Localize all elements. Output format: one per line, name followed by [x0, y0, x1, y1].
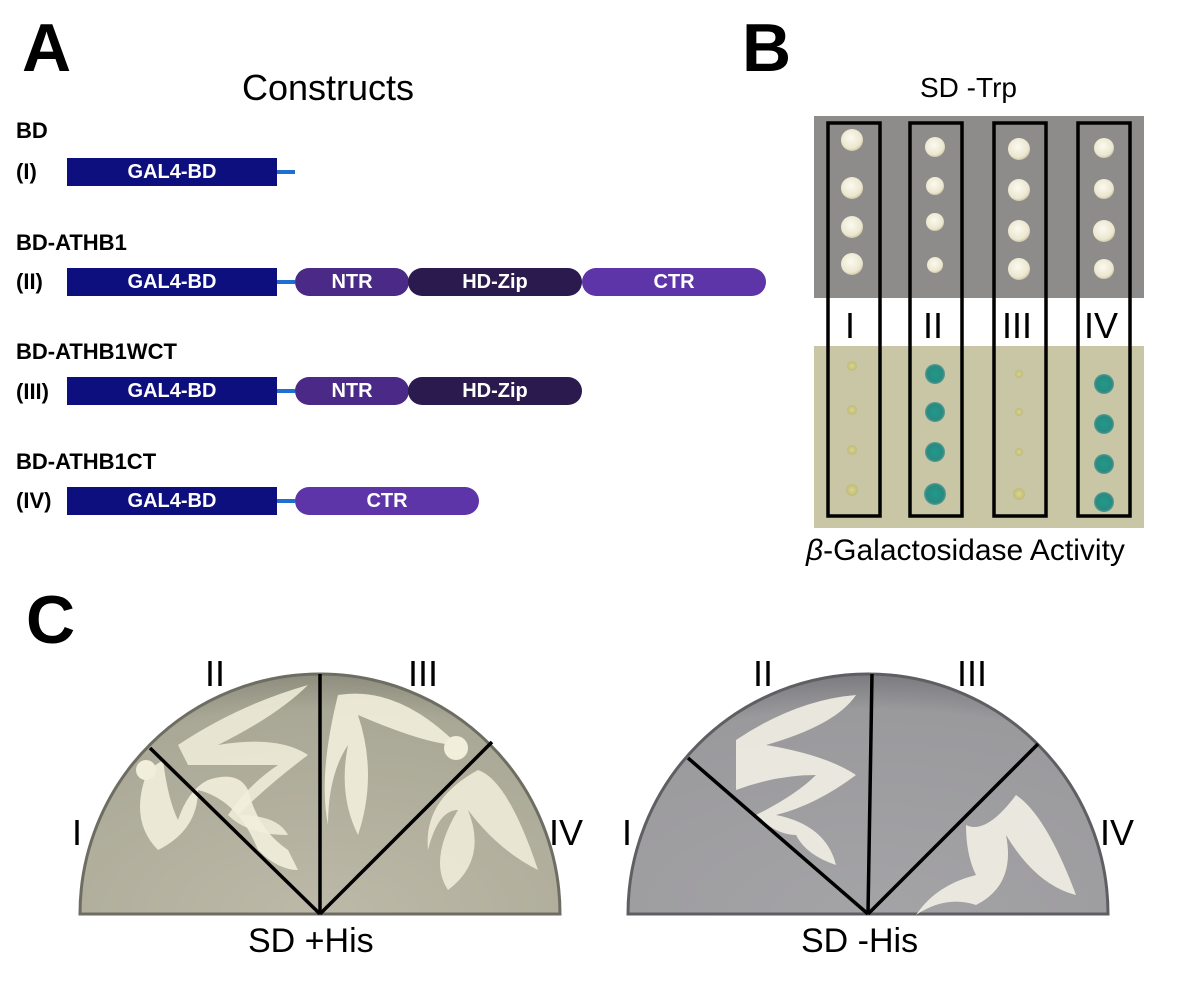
plate1-sector-label-iv: IV — [549, 812, 584, 853]
construct-name-bd-athb1: BD-ATHB1 — [16, 230, 127, 255]
galactosidase-activity-text: -Galactosidase Activity — [823, 534, 1125, 567]
beta-galactosidase-label: β-Galactosidase Activity — [806, 536, 1125, 566]
construct-name-bd-athb1ct: BD-ATHB1CT — [16, 449, 157, 474]
construct-numeral-iv: (IV) — [16, 488, 52, 513]
construct-name-bd-athb1wct: BD-ATHB1WCT — [16, 339, 177, 364]
beta-symbol: β — [806, 534, 824, 567]
plate1-sector-label-i: I — [72, 812, 83, 853]
column-label-ii: II — [923, 305, 944, 346]
gal4-bd-domain: GAL4-BD — [67, 268, 277, 296]
spot-assay-image — [814, 116, 1144, 528]
trp-colonies — [841, 129, 1115, 280]
xgal-spots — [846, 361, 1114, 512]
linker — [277, 499, 295, 503]
colony-streaks — [136, 685, 538, 890]
plate2-sector-label-i: I — [622, 812, 633, 853]
xgal-plate-photo — [814, 346, 1144, 528]
hd-zip-domain: HD-Zip — [408, 268, 582, 296]
sd-trp-label: SD -Trp — [920, 72, 1017, 103]
plate2-sector-label-iii: III — [957, 653, 988, 694]
gal4-bd-domain: GAL4-BD — [67, 377, 277, 405]
plate1-sector-label-iii: III — [408, 653, 439, 694]
linker — [277, 389, 295, 393]
ctr-domain: CTR — [295, 487, 479, 515]
construct-numeral-ii: (II) — [16, 269, 43, 294]
plate1-label: SD +His — [248, 922, 374, 960]
ctr-domain: CTR — [582, 268, 766, 296]
plate2-label: SD -His — [801, 922, 919, 960]
construct-numeral-i: (I) — [16, 159, 37, 184]
column-label-i: I — [845, 305, 856, 346]
column-label-iv: IV — [1084, 305, 1119, 346]
gal4-bd-domain: GAL4-BD — [67, 158, 277, 186]
plate2-sector-label-ii: II — [753, 653, 774, 694]
ntr-domain: NTR — [295, 377, 409, 405]
column-label-iii: III — [1002, 305, 1033, 346]
ntr-domain: NTR — [295, 268, 409, 296]
hd-zip-domain: HD-Zip — [408, 377, 582, 405]
colony-streaks — [736, 695, 1076, 915]
construct-name-bd: BD — [16, 118, 48, 143]
sd-plus-his-plate — [78, 672, 562, 916]
gal4-bd-domain: GAL4-BD — [67, 487, 277, 515]
sector-dividers — [148, 674, 494, 916]
plate1-sector-label-ii: II — [205, 653, 226, 694]
column-frames — [826, 121, 1132, 518]
sd-minus-his-plate — [626, 672, 1110, 916]
plate2-sector-label-iv: IV — [1100, 812, 1135, 853]
panel-a-letter: A — [22, 10, 72, 86]
linker — [277, 280, 295, 284]
construct-numeral-iii: (III) — [16, 379, 49, 404]
sector-dividers — [686, 673, 1040, 916]
constructs-title: Constructs — [242, 67, 415, 108]
panel-c-letter: C — [26, 582, 76, 658]
sd-trp-plate-photo — [814, 116, 1144, 298]
panel-b-letter: B — [742, 10, 792, 86]
linker — [277, 170, 295, 174]
